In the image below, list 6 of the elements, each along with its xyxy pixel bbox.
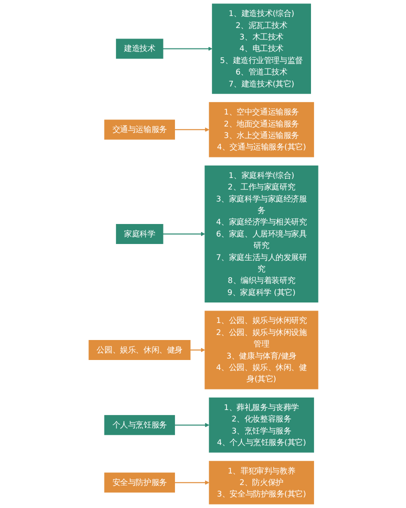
arrow — [162, 232, 205, 236]
arrow — [189, 348, 205, 352]
arrow — [174, 480, 209, 485]
arrow — [162, 46, 212, 51]
arrow — [174, 128, 209, 132]
arrow — [174, 422, 209, 428]
